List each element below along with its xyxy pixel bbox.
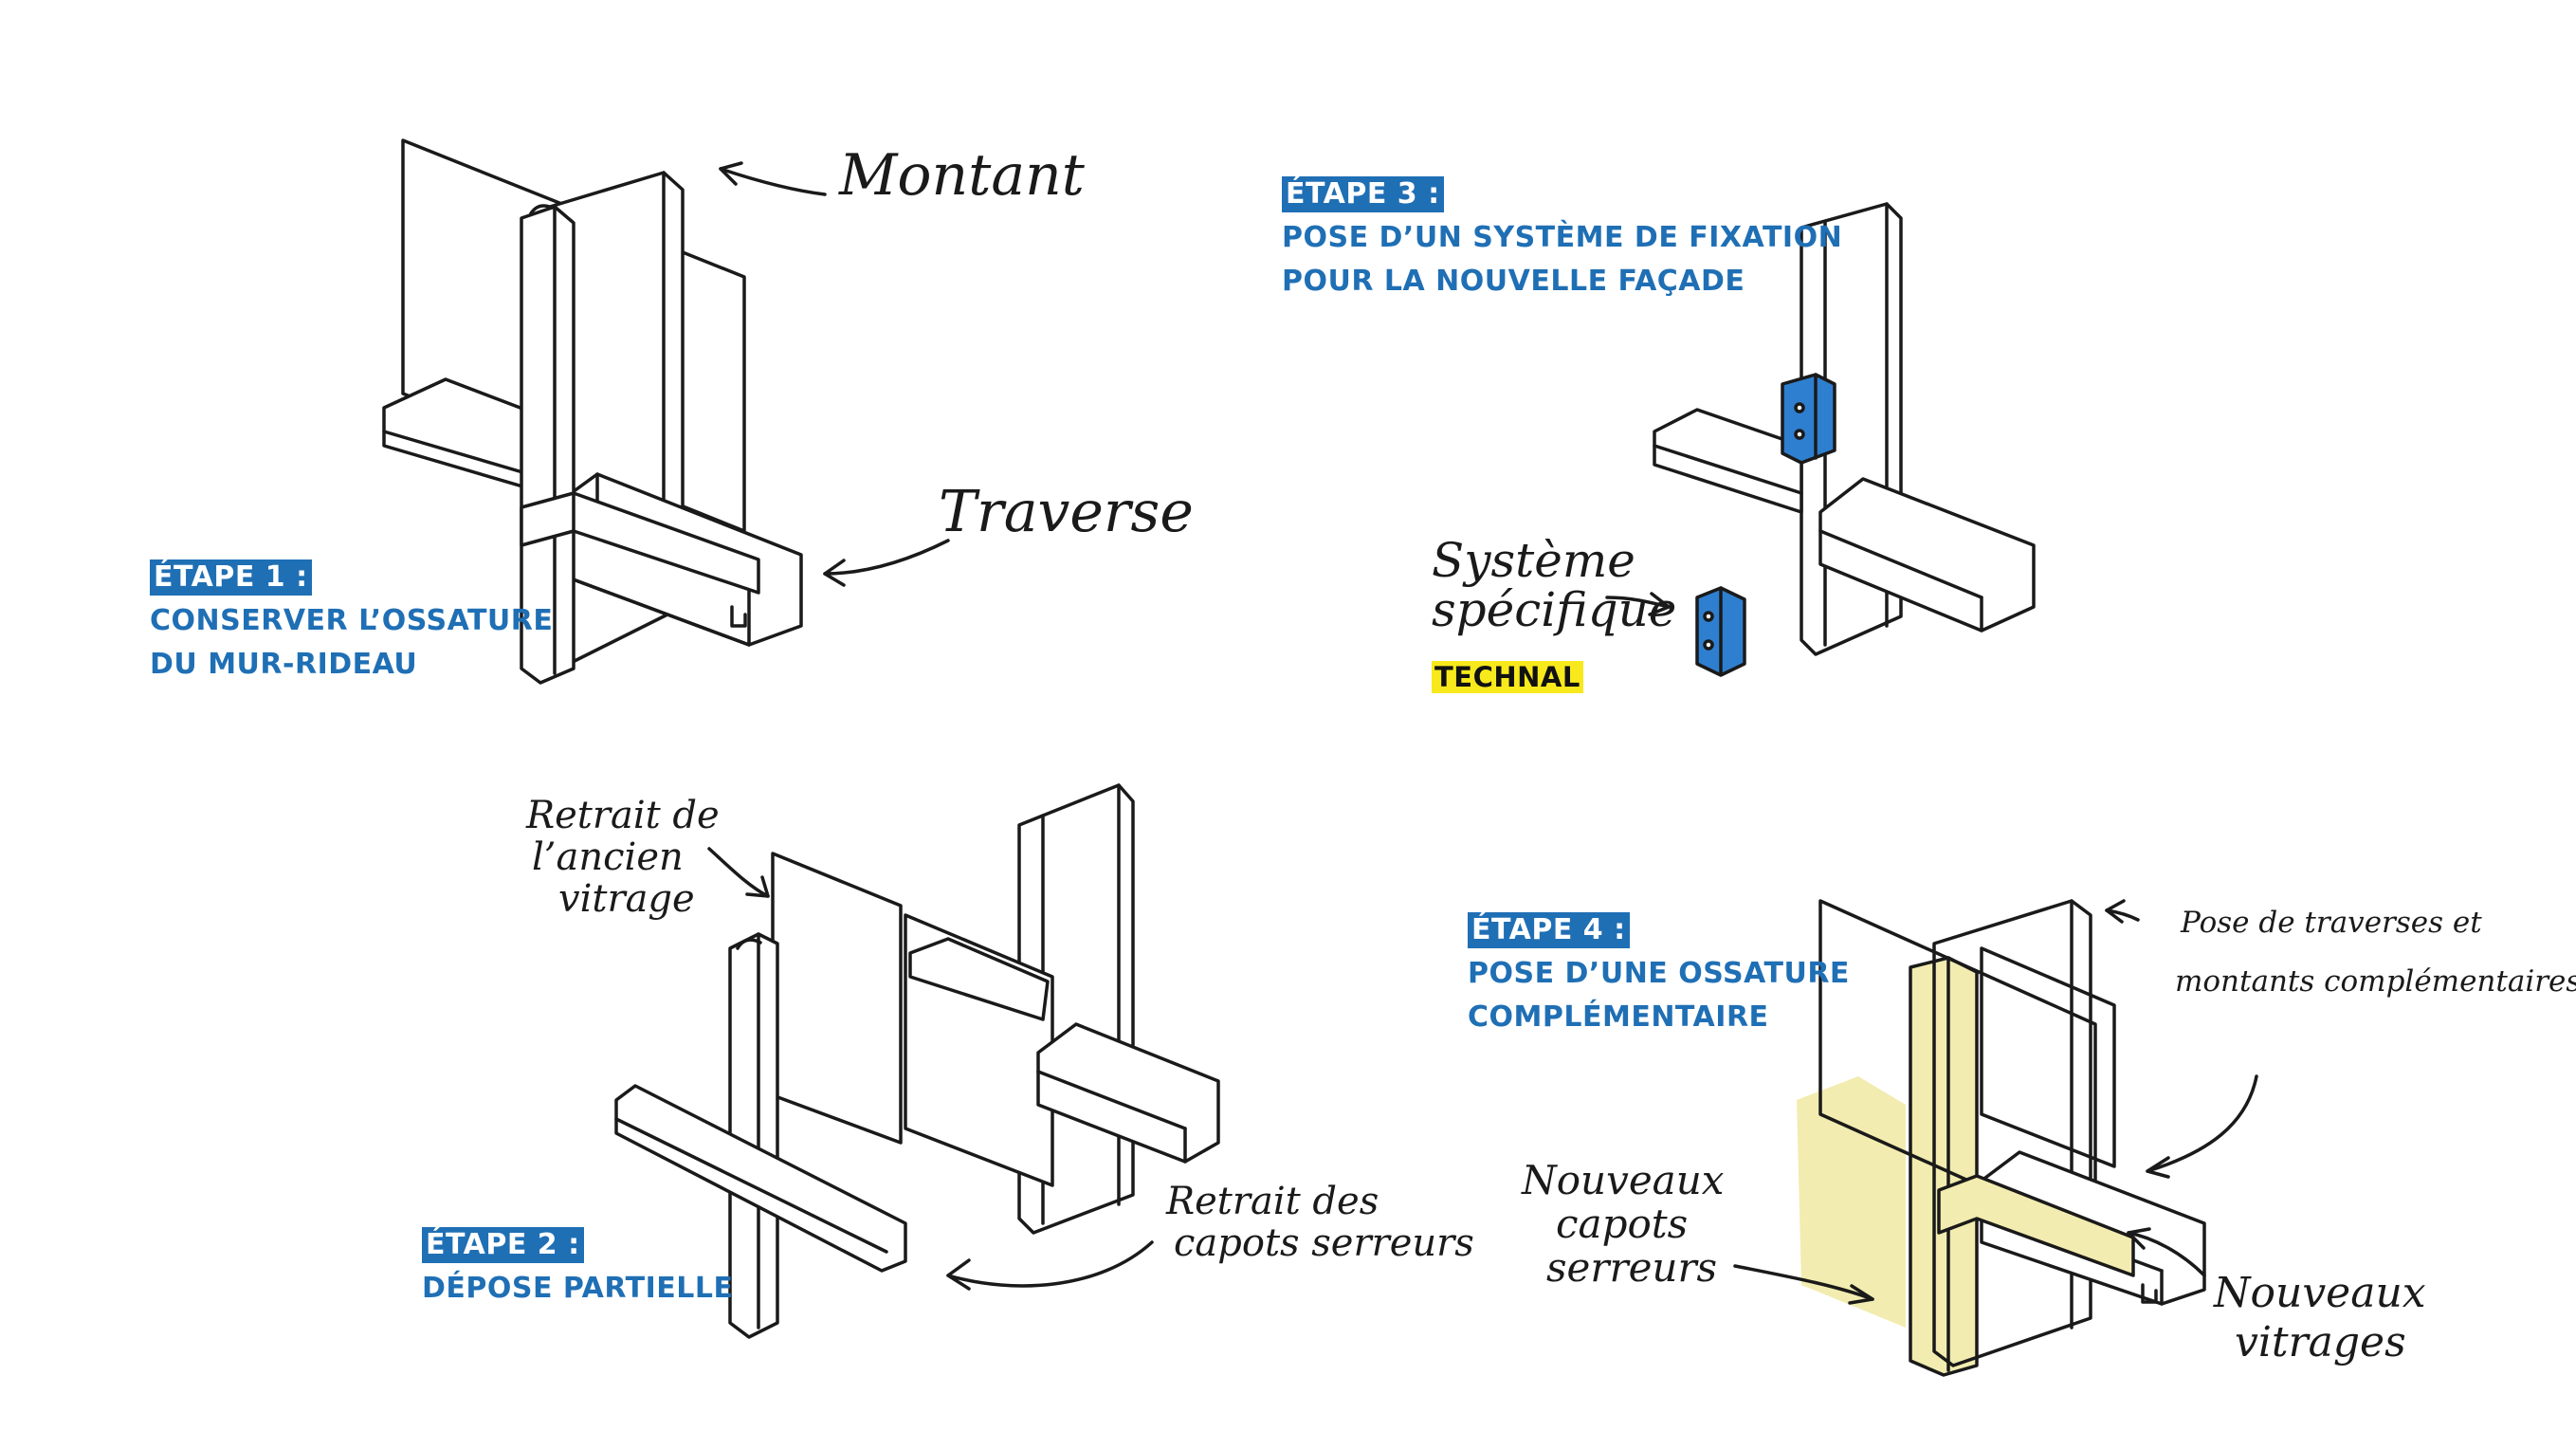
step4-arrowhead-capots — [1848, 1284, 1874, 1305]
annotation-nouveaux-capots-line2: capots — [1556, 1201, 1689, 1247]
annotation-nouveaux-vitrages: Nouveaux vitrages — [2214, 1269, 2426, 1367]
annotation-traverse: Traverse — [939, 479, 1194, 545]
annotation-systeme-line2: spécifique — [1432, 582, 1677, 637]
annotation-pose-line2: montants complémentaires — [2175, 964, 2576, 999]
step3-line1: POSE D’UN SYSTÈME DE FIXATION — [1282, 221, 1843, 254]
brand-technal: TECHNAL — [1432, 661, 1583, 693]
step3-tag: ÉTAPE 3 : — [1282, 176, 1444, 212]
annotation-montant: Montant — [839, 142, 1085, 209]
step3-transom-left — [1653, 408, 1803, 514]
step1-sketch — [382, 138, 803, 685]
step1-tag: ÉTAPE 1 : — [150, 559, 312, 596]
annotation-retrait-vitrage-line2: l’ancien — [532, 835, 684, 879]
annotation-nouveaux-vitrages-line1: Nouveaux — [2214, 1269, 2426, 1317]
step2-removed-vertical-cap — [728, 932, 779, 1339]
annotation-nouveaux-vitrages-line2: vitrages — [2235, 1318, 2406, 1366]
annotation-pose: Pose de traverses et montants complément… — [2175, 893, 2576, 1011]
step3-arrowhead-system — [1648, 592, 1671, 616]
step4-arrow-vitrages — [2127, 1231, 2206, 1277]
annotation-retrait-capots-line1: Retrait des — [1166, 1180, 1379, 1223]
step3-label: ÉTAPE 3 : POSE D’UN SYSTÈME DE FIXATION … — [1282, 173, 1842, 303]
annotation-retrait-vitrage-line3: vitrage — [558, 877, 695, 921]
step2-tag: ÉTAPE 2 : — [422, 1227, 584, 1263]
step1-line2: DU MUR-RIDEAU — [150, 648, 418, 681]
step3-line2: POUR LA NOUVELLE FAÇADE — [1282, 265, 1745, 298]
step4-new-mullion-fill — [1910, 958, 1977, 1375]
annotation-retrait-vitrage: Retrait de l’ancien vitrage — [526, 795, 720, 920]
step4-line1: POSE D’UNE OSSATURE — [1468, 957, 1850, 990]
step2-arrow-glass — [707, 847, 770, 898]
step4-label: ÉTAPE 4 : POSE D’UNE OSSATURE COMPLÉMENT… — [1468, 908, 1850, 1039]
step3-sketch — [1653, 202, 2036, 677]
step1-arrowhead-montant — [719, 161, 743, 186]
step4-arrowhead-pose-bottom — [2146, 1156, 2170, 1179]
step4-tag: ÉTAPE 4 : — [1468, 912, 1630, 948]
step4-arrowhead-pose-top — [2105, 899, 2126, 924]
step2-sketch — [614, 783, 1220, 1339]
step2-transom-right — [1036, 1022, 1220, 1164]
step4-new-transom-fill — [1797, 1076, 1906, 1328]
step4-sketch — [1797, 899, 2206, 1377]
annotation-retrait-capots: Retrait des capots serreurs — [1166, 1181, 1474, 1264]
step3-arrow-system — [1605, 596, 1671, 609]
annotation-systeme: Système spécifique — [1432, 536, 1676, 634]
step1-line1: CONSERVER L’OSSATURE — [150, 604, 554, 637]
step4-arrow-pose-bottom — [2146, 1074, 2258, 1173]
step2-inner-transom — [908, 937, 1050, 1021]
annotation-retrait-vitrage-line1: Retrait de — [526, 794, 720, 837]
step1-arrow-traverse — [823, 539, 950, 576]
step1-label: ÉTAPE 1 : CONSERVER L’OSSATURE DU MUR-RI… — [150, 556, 553, 687]
step1-arrowhead-traverse — [823, 559, 846, 587]
annotation-systeme-line1: Système — [1432, 533, 1635, 588]
step4-arrowhead-vitrages — [2127, 1227, 2151, 1250]
step2-arrowhead-caps — [946, 1258, 971, 1291]
annotation-retrait-capots-line2: capots serreurs — [1174, 1221, 1474, 1265]
annotation-pose-line1: Pose de traverses et — [2181, 906, 2482, 940]
annotation-nouveaux-capots-line3: serreurs — [1546, 1244, 1718, 1291]
annotation-nouveaux-capots: Nouveaux capots serreurs — [1522, 1159, 1724, 1290]
step3-bracket-mounted — [1781, 373, 1836, 465]
step1-arrow-montant — [719, 167, 827, 196]
step2-arrow-caps — [946, 1240, 1154, 1288]
step2-removed-glass — [771, 852, 903, 1145]
step4-arrow-capots — [1733, 1264, 1874, 1301]
step2-label: ÉTAPE 2 : DÉPOSE PARTIELLE — [422, 1223, 733, 1311]
step2-line1: DÉPOSE PARTIELLE — [422, 1272, 734, 1305]
annotation-nouveaux-capots-line1: Nouveaux — [1522, 1157, 1725, 1203]
step4-line2: COMPLÉMENTAIRE — [1468, 1000, 1769, 1034]
step4-new-horizontal-cap — [1937, 1174, 2135, 1277]
step3-transom-right — [1818, 477, 2036, 633]
step2-arrowhead-glass — [745, 875, 770, 898]
